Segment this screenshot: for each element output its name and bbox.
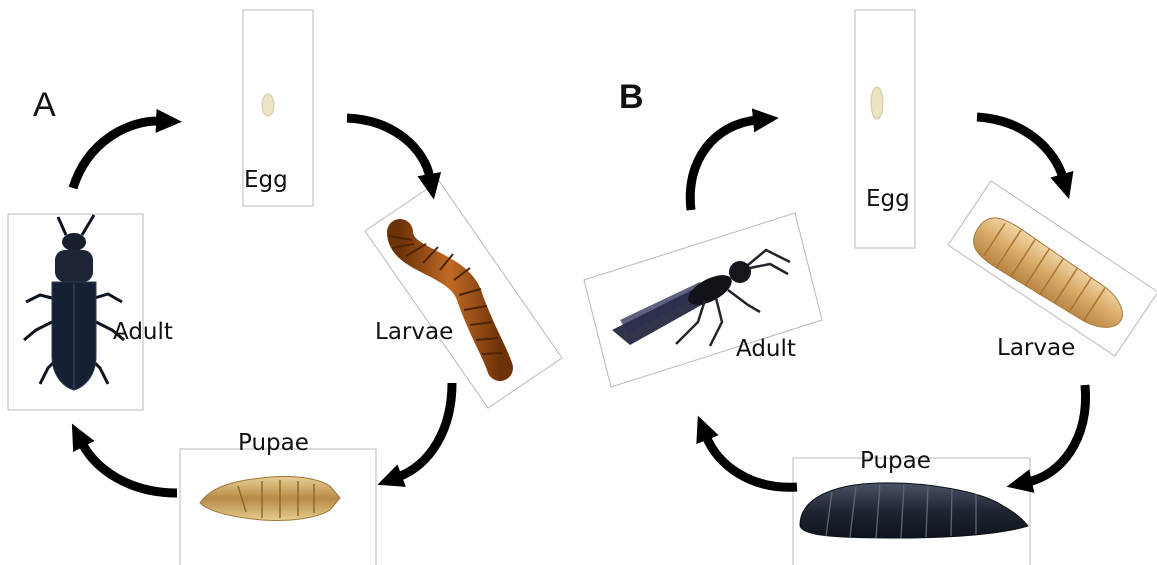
arrow-adult-to-egg <box>690 120 757 210</box>
pupae-label: Pupae <box>860 448 931 474</box>
egg-label: Egg <box>244 167 288 193</box>
panel-label-b: B <box>619 78 644 116</box>
egg-image <box>262 94 274 116</box>
pupae-card-a: Pupae <box>180 430 376 565</box>
larvae-card-b: Larvae <box>948 181 1157 361</box>
egg-label: Egg <box>866 186 910 212</box>
larvae-label: Larvae <box>375 319 453 345</box>
adult-card-a: Adult <box>8 214 173 410</box>
adult-label: Adult <box>113 319 173 345</box>
arrow-pupae-to-adult <box>82 443 177 493</box>
pupae-card-b: Pupae <box>793 448 1030 565</box>
panel-a: A Egg Larvae <box>8 10 562 565</box>
arrow-egg-to-larvae <box>347 118 430 178</box>
adult-card-b: Adult <box>584 213 822 387</box>
egg-card-b: Egg <box>855 10 915 248</box>
larvae-card-a: Larvae <box>365 181 562 408</box>
arrow-pupae-to-adult <box>706 436 797 487</box>
panel-b: B Egg Larva <box>584 10 1157 565</box>
arrow-larvae-to-pupae <box>1028 385 1086 482</box>
panel-label-a: A <box>33 86 56 124</box>
larvae-label: Larvae <box>997 335 1075 361</box>
pupae-label: Pupae <box>238 430 309 456</box>
egg-card-a: Egg <box>243 10 313 206</box>
arrow-egg-to-larvae <box>977 117 1063 178</box>
adult-label: Adult <box>736 336 796 362</box>
arrow-adult-to-egg <box>73 121 160 188</box>
arrow-larvae-to-pupae <box>398 383 452 477</box>
egg-image <box>871 87 883 119</box>
